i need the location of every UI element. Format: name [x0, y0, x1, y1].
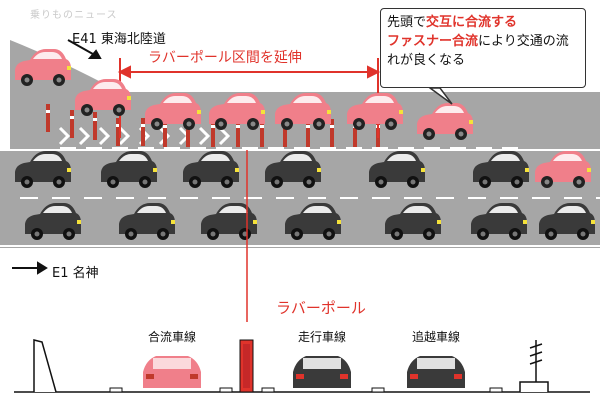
route-label-e41: E41 東海北陸道	[72, 32, 166, 47]
extension-arrow	[117, 58, 381, 138]
rubber-pole-label: ラバーポール	[276, 299, 366, 317]
watermark-logo: 乗りものニュース	[30, 10, 118, 21]
lane-label-passing: 追越車線	[411, 330, 461, 344]
lane-label-driving: 走行車線	[297, 330, 347, 344]
cross-section	[14, 339, 590, 393]
route-label-e1: E1 名神	[52, 266, 99, 281]
lane-label-merge: 合流車線	[147, 330, 197, 344]
arrow-icon	[12, 39, 102, 275]
extension-label: ラバーポール区間を延伸	[148, 50, 302, 66]
callout-text-1: 先頭で	[387, 15, 427, 30]
callout-highlight-2: ファスナー合流	[387, 34, 479, 49]
callout-text-2: により交通の流れが良くなる	[387, 34, 569, 68]
callout-highlight-1: 交互に合流する	[426, 15, 518, 30]
callout-box: 先頭で交互に合流する ファスナー合流により交通の流れが良くなる	[380, 8, 586, 88]
